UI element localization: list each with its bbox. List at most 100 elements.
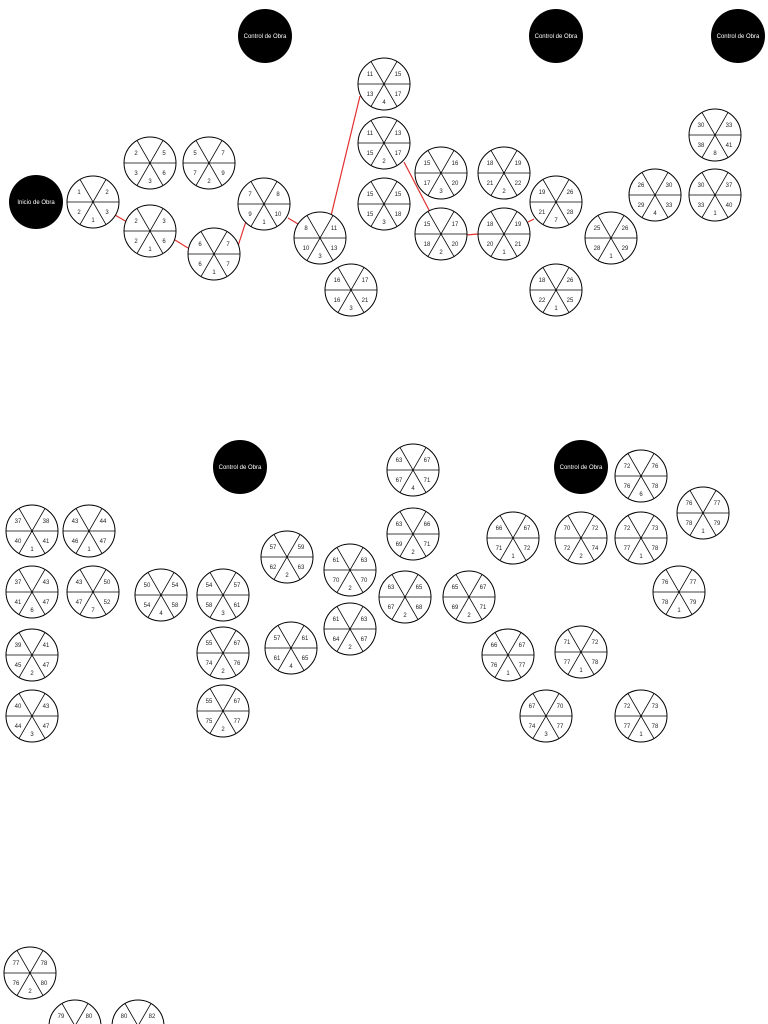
node-value: 8 [304, 226, 308, 232]
node-value: 72 [564, 546, 571, 552]
node-value: 43 [43, 704, 50, 710]
node-value: 76 [624, 484, 631, 490]
node-value: 18 [539, 278, 546, 284]
node-value: 43 [76, 580, 83, 586]
node-value: 63 [388, 585, 395, 591]
node-value: 1 [511, 554, 515, 560]
node-value: 6 [162, 171, 166, 177]
node-value: 78 [662, 600, 669, 606]
node-value: 58 [206, 603, 213, 609]
node-value: 17 [424, 181, 431, 187]
node-value: 17 [395, 151, 402, 157]
node-value: 43 [72, 519, 79, 525]
node-value: 2 [579, 554, 583, 560]
node-value: 30 [666, 183, 673, 189]
node-value: 55 [206, 641, 213, 647]
node-value: 67 [524, 526, 531, 532]
node-value: 1 [30, 547, 34, 553]
node-value: 15 [367, 192, 374, 198]
node-value: 61 [302, 636, 309, 642]
node-value: 40 [15, 539, 22, 545]
divider-line [689, 490, 717, 536]
node-value: 21 [515, 242, 522, 248]
node-value: 1 [554, 306, 558, 312]
node-value: 16 [334, 298, 341, 304]
node-value: 1 [262, 220, 266, 226]
node-value: 28 [567, 210, 574, 216]
node-value: 47 [43, 724, 50, 730]
divider-line [427, 150, 455, 196]
node-value: 66 [496, 526, 503, 532]
node-value: 19 [515, 222, 522, 228]
node-value: 69 [452, 605, 459, 611]
node-value: 57 [274, 636, 281, 642]
node-value: 73 [652, 704, 659, 710]
milestone-m5: Control de Obra [213, 440, 267, 494]
node-value: 17 [362, 278, 369, 284]
node-value: 1 [639, 732, 643, 738]
node-value: 66 [424, 522, 431, 528]
node-value: 67 [388, 605, 395, 611]
node-value: 68 [416, 605, 423, 611]
node-value: 70 [564, 526, 571, 532]
divider-line [455, 574, 483, 620]
node-value: 71 [424, 478, 431, 484]
node-value: 11 [367, 72, 374, 78]
node-value: 4 [653, 211, 657, 217]
divider-line [336, 547, 364, 593]
node-value: 1 [677, 608, 681, 614]
node-value: 3 [382, 220, 386, 226]
divider-line [641, 172, 669, 218]
node-value: 76 [491, 663, 498, 669]
node-value: 9 [248, 212, 252, 218]
node-value: 18 [424, 242, 431, 248]
node-value: 3 [439, 189, 443, 195]
node-value: 15 [367, 212, 374, 218]
node-value: 13 [395, 131, 402, 137]
node-value: 1 [579, 668, 583, 674]
node-value: 46 [72, 539, 79, 545]
node-value: 3 [349, 306, 353, 312]
node-value: 21 [539, 210, 546, 216]
node-value: 52 [104, 600, 111, 606]
node-value: 79 [58, 1014, 65, 1020]
node-value: 19 [539, 190, 546, 196]
node-value: 30 [698, 183, 705, 189]
node-value: 4 [289, 664, 293, 670]
divider-line [75, 508, 103, 554]
node-value: 66 [491, 643, 498, 649]
node-value: 40 [726, 203, 733, 209]
divider-line [136, 140, 164, 186]
node-value: 65 [302, 656, 309, 662]
node-value: 39 [15, 643, 22, 649]
node-value: 64 [333, 637, 340, 643]
node-value: 67 [234, 641, 241, 647]
node-value: 20 [452, 181, 459, 187]
node-value: 30 [698, 123, 705, 129]
node-value: 7 [226, 262, 230, 268]
node-value: 26 [567, 278, 574, 284]
divider-line [16, 950, 44, 996]
milestone-label: Control de Obra [717, 34, 760, 40]
divider-line [494, 632, 522, 678]
milestone-m1: Control de Obra [238, 9, 292, 63]
node-value: 29 [622, 246, 629, 252]
node-value: 8 [276, 192, 280, 198]
node-value: 7 [554, 218, 558, 224]
divider-line [277, 625, 305, 671]
divider-line [124, 1003, 138, 1024]
